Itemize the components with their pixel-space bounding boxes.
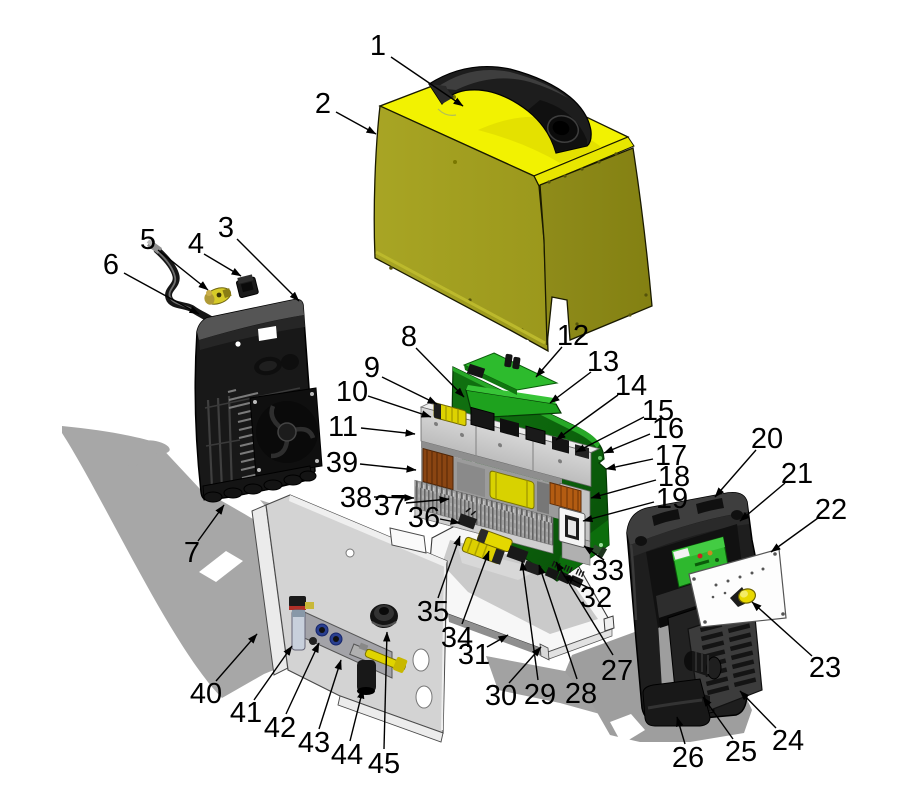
svg-text:24: 24 bbox=[772, 725, 804, 757]
svg-text:23: 23 bbox=[809, 652, 841, 684]
svg-text:2: 2 bbox=[315, 88, 331, 120]
svg-text:13: 13 bbox=[587, 346, 619, 378]
svg-text:40: 40 bbox=[190, 678, 222, 710]
svg-text:36: 36 bbox=[408, 502, 440, 534]
svg-text:9: 9 bbox=[364, 352, 380, 384]
svg-text:39: 39 bbox=[326, 447, 358, 479]
svg-text:38: 38 bbox=[340, 482, 372, 514]
svg-text:42: 42 bbox=[264, 712, 296, 744]
svg-text:16: 16 bbox=[652, 413, 684, 445]
svg-text:1: 1 bbox=[370, 30, 386, 62]
svg-text:34: 34 bbox=[441, 622, 473, 654]
svg-text:20: 20 bbox=[751, 423, 783, 455]
svg-text:6: 6 bbox=[103, 249, 119, 281]
svg-text:11: 11 bbox=[328, 411, 358, 443]
svg-text:44: 44 bbox=[331, 739, 363, 771]
svg-text:41: 41 bbox=[230, 697, 262, 729]
svg-text:3: 3 bbox=[218, 212, 234, 244]
svg-text:45: 45 bbox=[368, 748, 400, 780]
svg-text:27: 27 bbox=[601, 655, 633, 687]
svg-text:33: 33 bbox=[592, 555, 624, 587]
svg-text:37: 37 bbox=[374, 490, 406, 522]
svg-text:17: 17 bbox=[655, 440, 687, 472]
svg-text:14: 14 bbox=[615, 370, 647, 402]
svg-text:5: 5 bbox=[140, 224, 156, 256]
svg-text:15: 15 bbox=[642, 395, 674, 427]
svg-text:31: 31 bbox=[458, 639, 490, 671]
svg-text:43: 43 bbox=[298, 727, 330, 759]
svg-text:21: 21 bbox=[781, 458, 813, 490]
svg-text:26: 26 bbox=[672, 742, 704, 774]
svg-text:30: 30 bbox=[485, 680, 517, 712]
svg-text:12: 12 bbox=[557, 320, 589, 352]
svg-text:22: 22 bbox=[815, 494, 847, 526]
svg-text:10: 10 bbox=[336, 376, 368, 408]
svg-text:4: 4 bbox=[188, 228, 204, 260]
svg-text:35: 35 bbox=[417, 596, 449, 628]
svg-text:7: 7 bbox=[184, 537, 200, 569]
svg-text:29: 29 bbox=[524, 679, 556, 711]
svg-text:32: 32 bbox=[580, 582, 612, 614]
svg-text:18: 18 bbox=[658, 461, 690, 493]
svg-text:8: 8 bbox=[401, 321, 417, 353]
svg-text:19: 19 bbox=[656, 483, 688, 515]
svg-text:25: 25 bbox=[725, 736, 757, 768]
svg-text:28: 28 bbox=[565, 678, 597, 710]
